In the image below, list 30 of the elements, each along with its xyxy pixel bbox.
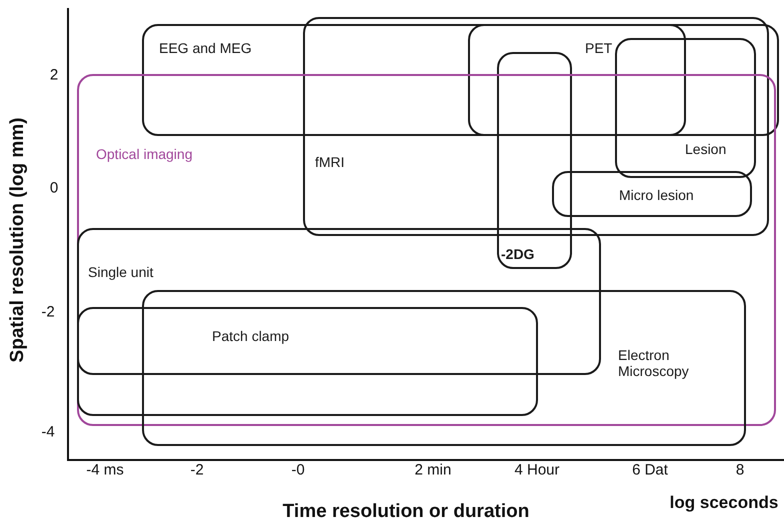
region-label: fMRI [315,154,345,170]
range-region [552,171,752,217]
region-label: EEG and MEG [159,40,252,56]
range-region [77,74,776,426]
region-label: Micro lesion [619,187,694,203]
tick-label: 0 [50,180,58,196]
region-label: Optical imaging [96,146,192,162]
tick-label: -4 [41,424,55,440]
region-label: Electron Microscopy [618,347,690,379]
tick-label: -0 [291,462,305,478]
tick-label: 2 [50,66,58,84]
region-label: -2DG [501,246,534,262]
region-label: PET [585,40,612,56]
tick-label: 8 [736,462,744,478]
tick-label: -2 [41,304,55,320]
range-region [497,52,572,269]
tick-label: 2 min [414,462,452,478]
region-label: Patch clamp [212,328,290,344]
tick-label: 6 Dat [632,462,668,478]
axis-title: Spatial resolution (log mm) [7,118,29,362]
tick-label: -4 ms [86,462,124,478]
range-region [142,290,746,446]
axis-title: log sceconds [670,493,778,513]
tick-label: 4 Hour [514,462,560,478]
region-label: Lesion [685,141,726,157]
region-label: Single unit [88,264,154,280]
tick-label: -2 [190,462,204,478]
axis-title: Time resolution or duration [282,501,530,522]
range-region [303,17,769,236]
range-region [142,24,686,136]
